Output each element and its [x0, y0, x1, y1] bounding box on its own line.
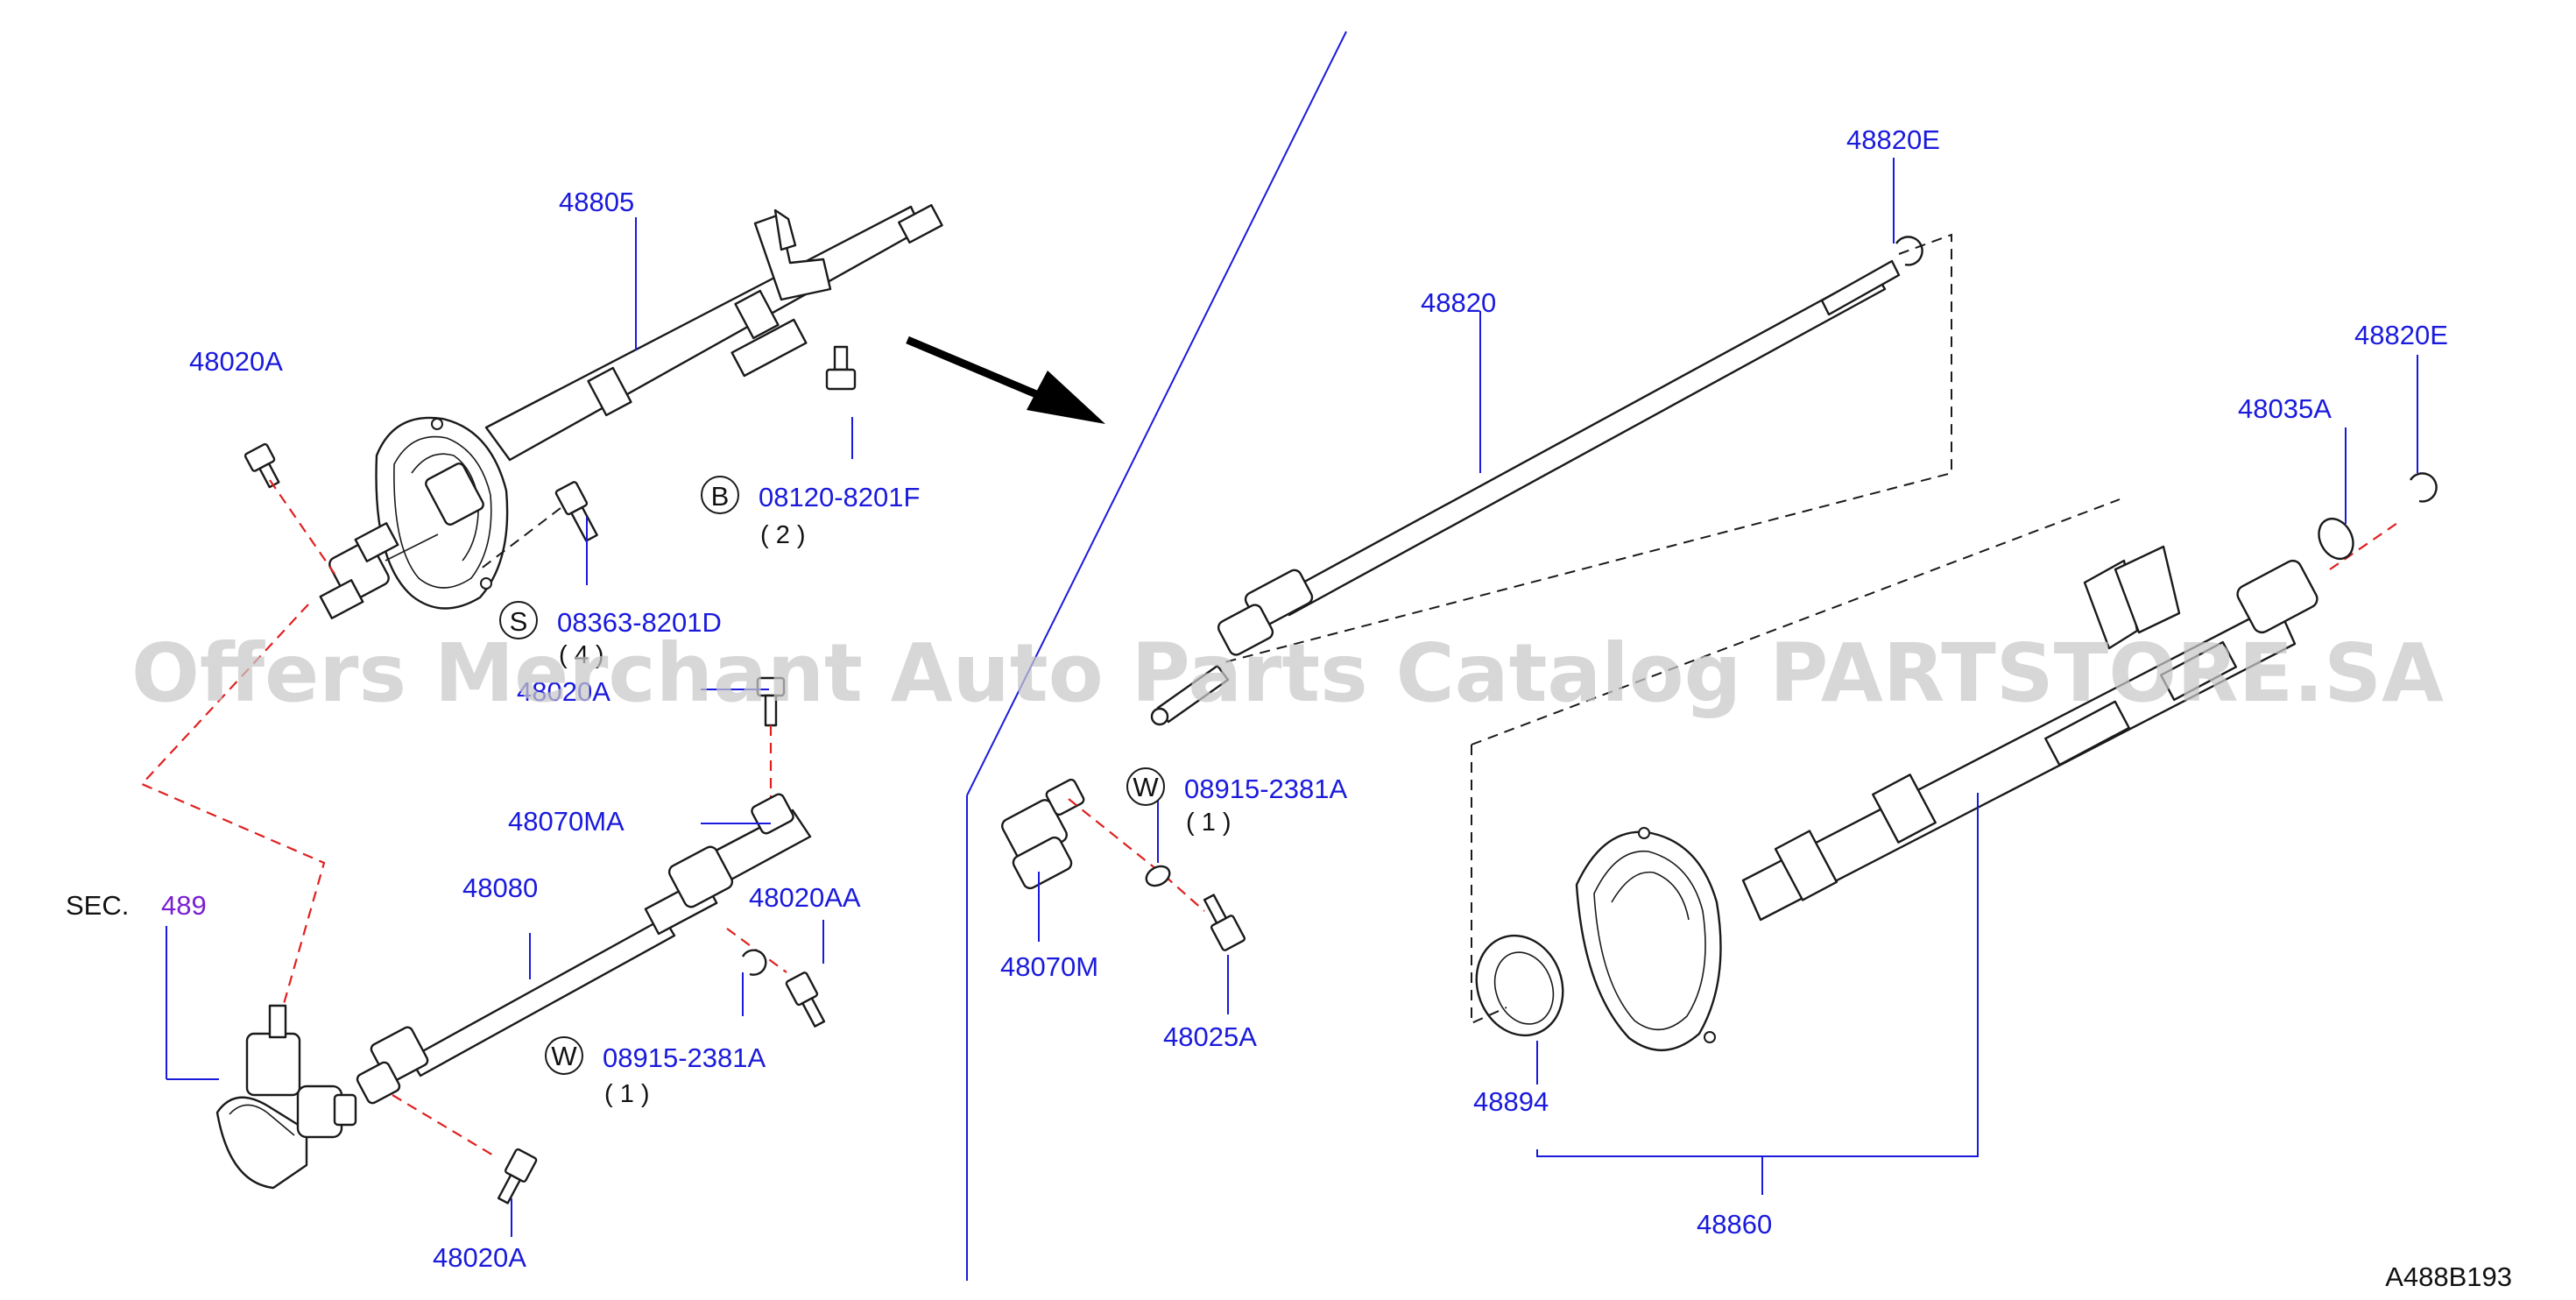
section-ref-prefix: SEC.: [66, 890, 129, 921]
svg-text:S: S: [510, 606, 528, 637]
bolt-icon: [1203, 894, 1246, 951]
label-48820e-top: 48820E: [1846, 124, 1940, 155]
label-48805: 48805: [559, 187, 634, 217]
section-ref-number: 489: [161, 890, 207, 921]
fastener-washer-w-right: W 08915-2381A ( 1 ): [1126, 767, 1347, 837]
lower-joint-48070ma: [667, 793, 812, 908]
label-48860: 48860: [1697, 1209, 1772, 1240]
label-48020a-top: 48020A: [189, 346, 283, 377]
bolt-icon: [785, 971, 826, 1028]
label-48070m: 48070M: [1000, 951, 1098, 982]
svg-text:W: W: [1133, 772, 1159, 802]
label-48020aa: 48020AA: [749, 882, 861, 913]
label-48080: 48080: [462, 873, 538, 903]
svg-text:( 1 ): ( 1 ): [604, 1080, 650, 1108]
fastener-bolt-b: B 08120-8201F ( 2 ): [701, 476, 920, 549]
watermark: Offers Merchant Auto Parts Catalog PARTS…: [131, 626, 2444, 720]
svg-text:08120-8201F: 08120-8201F: [759, 482, 920, 512]
label-48025a: 48025A: [1163, 1021, 1257, 1052]
bolt-icon: [497, 1148, 538, 1205]
label-48070ma: 48070MA: [508, 806, 625, 837]
column-assembly-48860: [1575, 545, 2318, 1051]
diagram-code: A488B193: [2385, 1261, 2512, 1292]
svg-text:08915-2381A: 08915-2381A: [1184, 774, 1347, 804]
bolt-icon: [243, 442, 280, 489]
snap-ring-icon: [1895, 236, 1923, 266]
upper-column-assembly: [375, 203, 943, 610]
snap-ring-icon: [2409, 472, 2438, 503]
svg-text:( 1 ): ( 1 ): [1186, 809, 1232, 837]
universal-joint-48070m: [1001, 778, 1085, 890]
label-48820: 48820: [1421, 287, 1496, 318]
svg-text:W: W: [551, 1041, 577, 1071]
section-divider-line: [966, 31, 1347, 796]
bolt-icon: [825, 345, 857, 391]
washer-icon: [1145, 865, 1171, 887]
steering-shaft-48820: [1150, 259, 1901, 726]
washer-icon: [2318, 517, 2354, 561]
steering-gear-box: [215, 1004, 357, 1190]
svg-text:08363-8201D: 08363-8201D: [557, 607, 722, 638]
svg-text:08915-2381A: 08915-2381A: [603, 1042, 766, 1073]
column-bushing-48894: [1475, 934, 1564, 1037]
direction-arrow-icon: [906, 336, 1105, 424]
label-48020a-bottom: 48020A: [433, 1242, 526, 1273]
svg-text:( 4 ): ( 4 ): [559, 641, 604, 669]
upper-universal-joint: [319, 522, 439, 619]
fastener-screw-s: S 08363-8201D ( 4 ): [499, 601, 722, 669]
label-48820e-right: 48820E: [2354, 320, 2448, 350]
label-48035a: 48035A: [2238, 393, 2332, 424]
label-48894: 48894: [1473, 1086, 1549, 1117]
fastener-washer-w-left: W 08915-2381A ( 1 ): [545, 1036, 766, 1108]
bolt-icon: [554, 481, 598, 542]
bolt-icon: [756, 676, 786, 727]
snap-ring-icon: [741, 949, 767, 976]
label-48020a-mid: 48020A: [517, 676, 610, 707]
svg-text:( 2 ): ( 2 ): [760, 521, 806, 549]
svg-text:B: B: [711, 481, 730, 512]
